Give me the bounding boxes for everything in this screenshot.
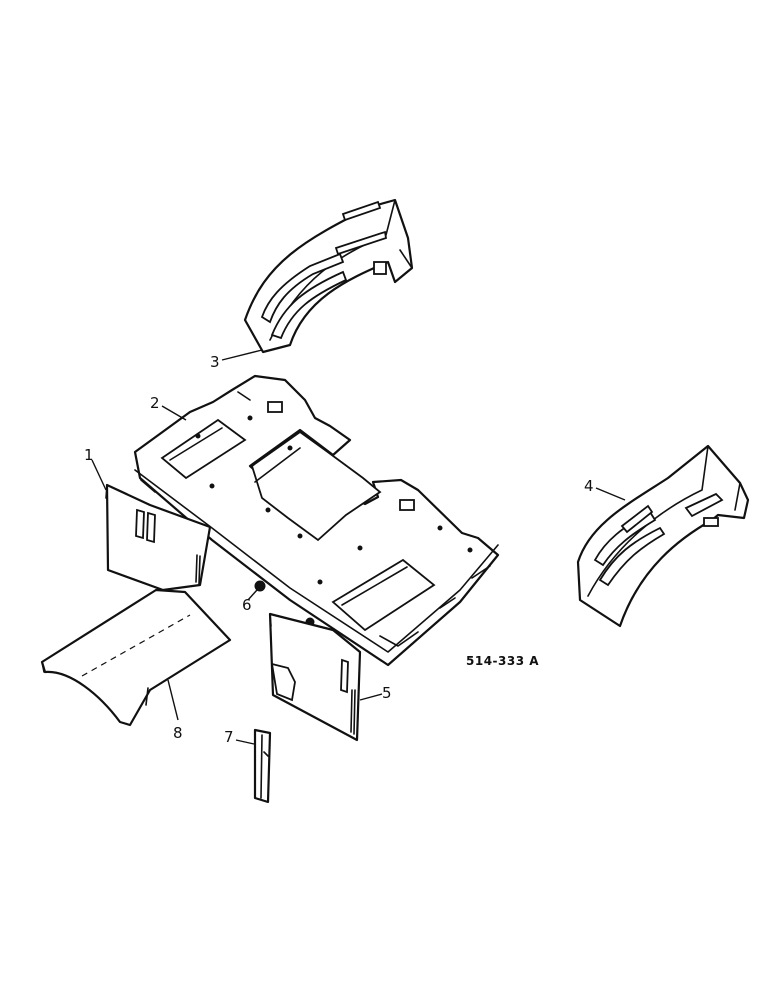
callout-1-label: 1 [84,446,94,464]
callout-2-label: 2 [150,394,160,412]
callout-5-label: 5 [382,684,392,702]
part-4-fender-right [576,444,750,628]
callout-4: 4 [584,477,626,501]
callout-7: 7 [224,728,255,746]
part-2-floor-plate [133,374,500,667]
callout-3: 3 [210,349,263,371]
part-8-cover-plate [40,588,232,727]
callout-8-label: 8 [173,724,183,742]
callout-8: 8 [167,679,183,742]
part-5-side-panel [268,612,362,742]
part-7-strip [253,728,272,804]
part-3-fender-upper [243,198,414,354]
callout-2: 2 [150,394,187,421]
callout-6-label: 6 [242,596,252,614]
callout-4-label: 4 [584,477,594,495]
callout-6: 6 [242,589,258,614]
part-1-side-panel [105,483,212,592]
reference-code: 514-333 A [466,654,539,668]
callout-1: 1 [84,446,107,491]
callout-7-label: 7 [224,728,234,746]
callout-5: 5 [359,684,392,702]
callout-3-label: 3 [210,353,220,371]
